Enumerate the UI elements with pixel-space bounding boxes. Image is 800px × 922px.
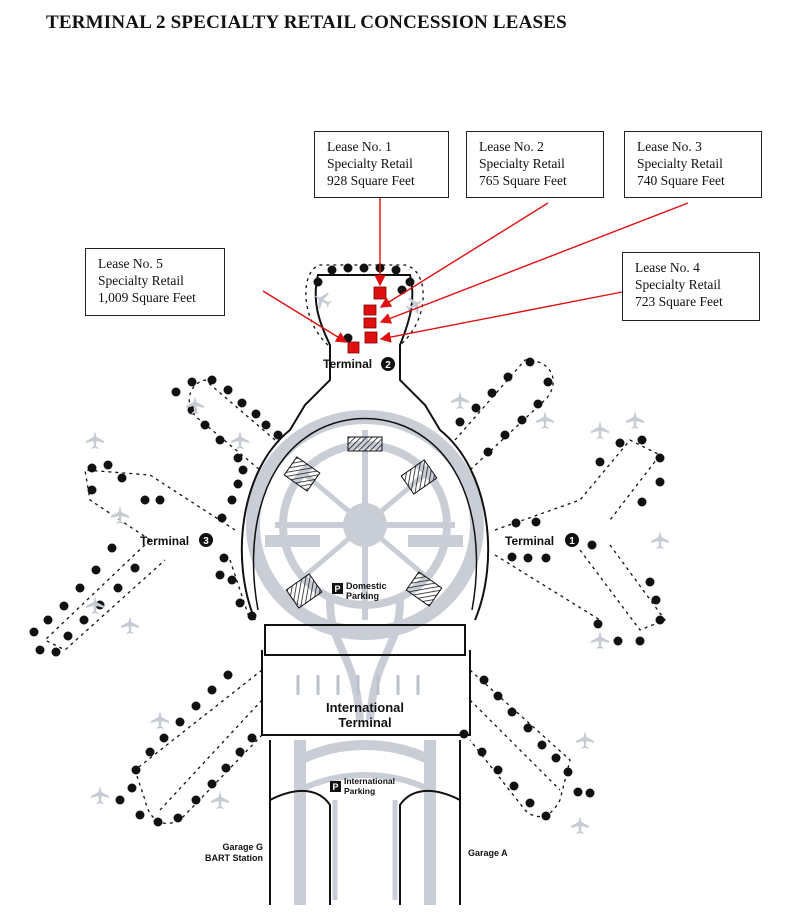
airplane-icon: [86, 287, 669, 834]
lease-3-callout: Lease No. 3 Specialty Retail 740 Square …: [624, 131, 762, 198]
lease-5-arrow: [262, 290, 348, 343]
lease-4-area: 723 Square Feet: [635, 294, 723, 309]
garage-a-label: Garage A: [468, 848, 508, 858]
terminal-2-badge: [381, 357, 395, 371]
lease-2-area: 765 Square Feet: [479, 173, 567, 188]
lease-2-type: Specialty Retail: [479, 156, 565, 171]
lease-1-name: Lease No. 1: [327, 139, 392, 154]
lease-3-arrow: [379, 202, 689, 324]
lease-1-type: Specialty Retail: [327, 156, 413, 171]
lease-3-name: Lease No. 3: [637, 139, 702, 154]
lease-2-arrow: [379, 202, 549, 308]
roadways: [246, 410, 484, 905]
lease-2-name: Lease No. 2: [479, 139, 544, 154]
lease-3-type: Specialty Retail: [637, 156, 723, 171]
lease-5-type: Specialty Retail: [98, 273, 184, 288]
parking-icon: [332, 583, 343, 594]
lease-4-type: Specialty Retail: [635, 277, 721, 292]
international-terminal-label-1: International: [326, 700, 404, 715]
lease-markers: [347, 286, 387, 354]
svg-text:2: 2: [385, 360, 391, 371]
lease-4-callout: Lease No. 4 Specialty Retail 723 Square …: [622, 252, 760, 321]
lease-5-marker: [347, 341, 360, 354]
svg-text:P: P: [332, 782, 338, 792]
lease-4-arrow: [379, 291, 623, 343]
terminal-3-label: Terminal: [140, 534, 189, 548]
parking-icon: [330, 781, 341, 792]
international-parking-label-1: International: [344, 776, 395, 786]
garage-g-label: Garage G: [222, 842, 263, 852]
terminal-3-badge: [199, 533, 213, 547]
lease-arrows: [262, 198, 689, 343]
central-hub: [343, 503, 387, 547]
terminal-outlines: [240, 274, 490, 905]
lease-3-area: 740 Square Feet: [637, 173, 725, 188]
gate-markers: [29, 263, 665, 827]
bart-station-label: BART Station: [205, 853, 263, 863]
domestic-parking-label-1: Domestic: [346, 581, 387, 591]
lease-5-callout: Lease No. 5 Specialty Retail 1,009 Squar…: [85, 248, 225, 316]
svg-text:1: 1: [569, 536, 575, 547]
terminal-2-label: Terminal: [323, 357, 372, 371]
svg-text:P: P: [334, 584, 340, 594]
lease-2-callout: Lease No. 2 Specialty Retail 765 Square …: [466, 131, 604, 198]
lease-4-marker: [364, 331, 378, 344]
international-terminal-label-2: Terminal: [338, 715, 391, 730]
garage-ramps: [283, 436, 443, 609]
terminal-1-badge: [565, 533, 579, 547]
lease-1-area: 928 Square Feet: [327, 173, 415, 188]
lease-1-marker: [373, 286, 387, 300]
lease-5-name: Lease No. 5: [98, 256, 163, 271]
lease-1-callout: Lease No. 1 Specialty Retail 928 Square …: [314, 131, 449, 198]
international-parking-label-2: Parking: [344, 786, 375, 796]
page-title: TERMINAL 2 SPECIALTY RETAIL CONCESSION L…: [46, 12, 567, 33]
terminal-1-label: Terminal: [505, 534, 554, 548]
lease-5-area: 1,009 Square Feet: [98, 290, 196, 305]
domestic-parking-label-2: Parking: [346, 591, 379, 601]
lease-2-marker: [363, 304, 377, 316]
lease-4-name: Lease No. 4: [635, 260, 700, 275]
svg-text:3: 3: [203, 536, 209, 547]
lease-3-marker: [363, 317, 377, 329]
